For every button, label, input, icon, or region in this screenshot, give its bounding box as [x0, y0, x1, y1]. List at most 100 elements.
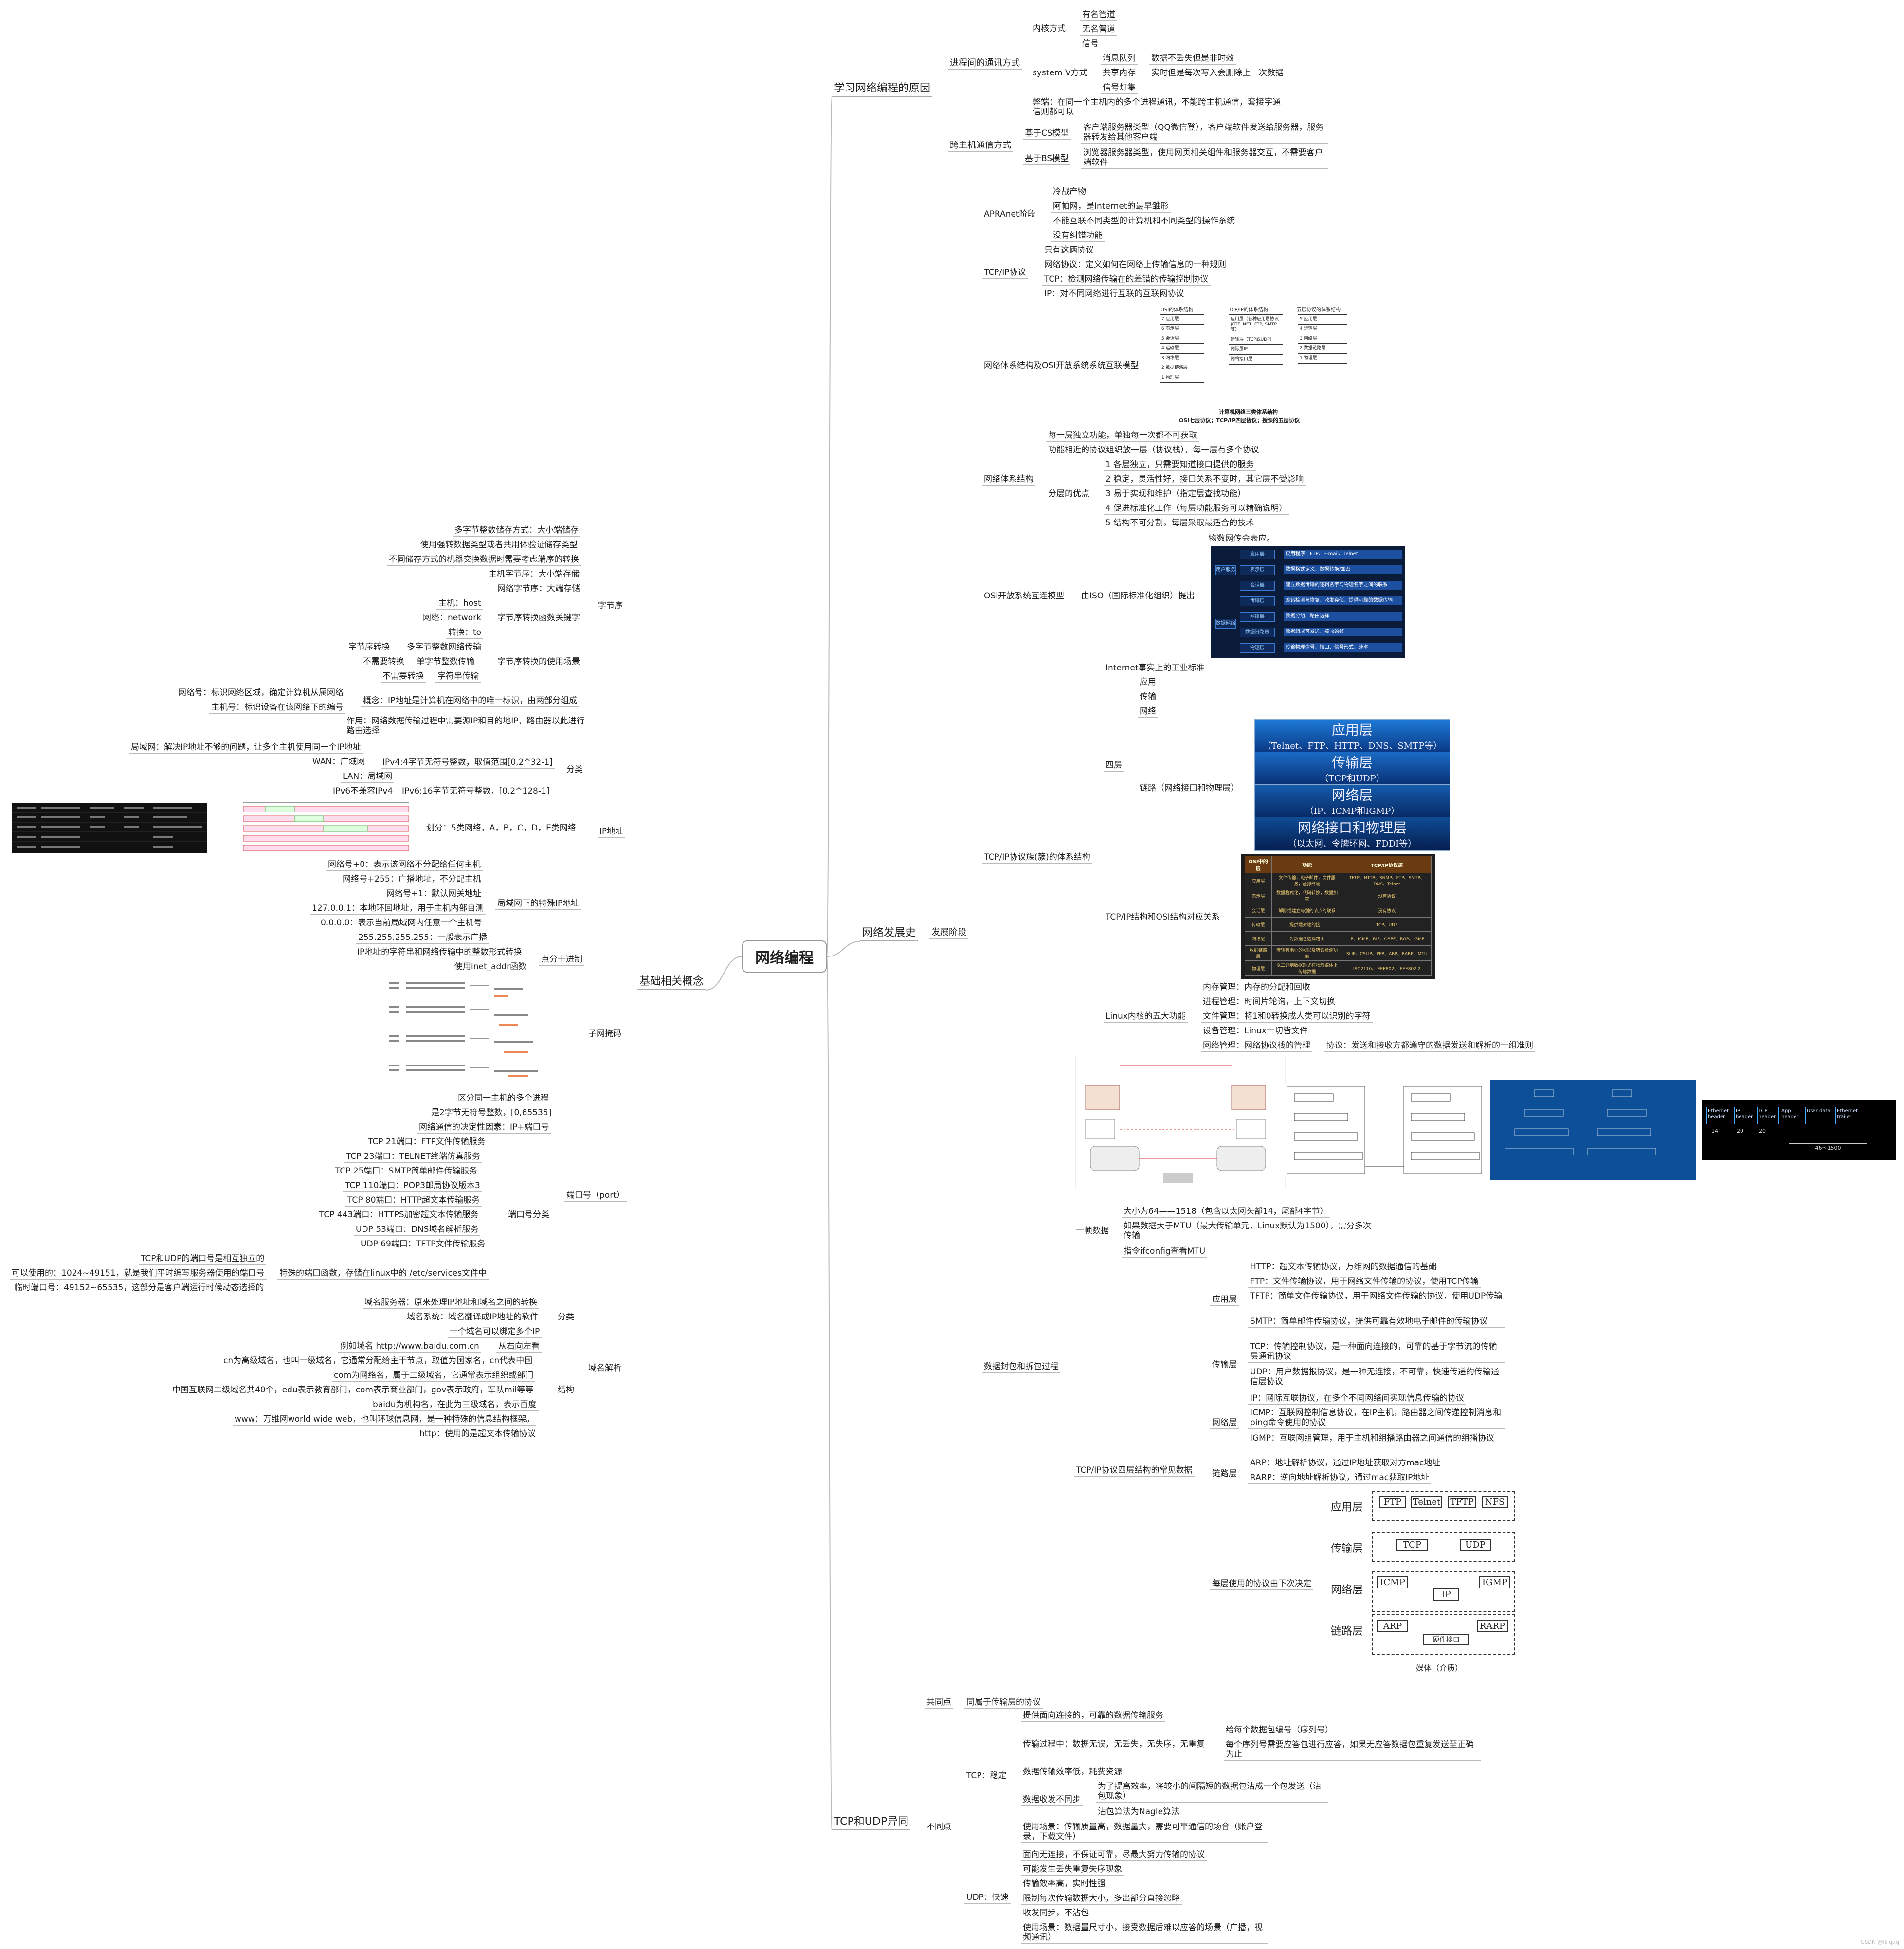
node-sysv[interactable]: system V方式	[1031, 67, 1089, 79]
node-struct-item[interactable]: www：万维网world wide web，也叫环球信息网，是一种特殊的信息结构…	[233, 1413, 537, 1426]
node-purpose[interactable]: 作用：网络数据传输过程中需要源IP和目的地IP，路由器以此进行路由选择	[345, 715, 588, 737]
node-arch-osi[interactable]: 网络体系结构及OSI开放系统系统互联模型	[982, 360, 1141, 372]
node-port-list[interactable]: TCP 80端口：HTTP超文本传输服务	[345, 1194, 482, 1207]
node-osi-by[interactable]: 由ISO（国际标准化组织）提出	[1079, 590, 1197, 602]
node-merits[interactable]: 分层的优点	[1046, 488, 1091, 500]
node-app-layer[interactable]: 应用层	[1210, 1294, 1239, 1306]
node-dns-item[interactable]: 域名系统：域名翻译成IP地址的软件	[405, 1311, 541, 1323]
node-four-item[interactable]: 网络	[1138, 705, 1158, 718]
node-osi-model[interactable]: OSI开放系统互连模型	[982, 590, 1067, 602]
node-use-item[interactable]: 不需要转换	[361, 656, 406, 668]
node-concept-item[interactable]: 主机号：标识设备在该网络下的编号	[209, 702, 345, 714]
node-diff[interactable]: 不同点	[925, 1821, 953, 1833]
node-use-item[interactable]: 字节序转换	[346, 641, 392, 653]
node-special-item[interactable]: 网络号+1：默认网关地址	[384, 888, 484, 900]
node-tcpip-item[interactable]: 网络协议：定义如何在网络上传输信息的一种规则	[1042, 259, 1228, 271]
node-ipv4[interactable]: IPv4:4字节无符号整数，取值范围[0,2^32-1]	[381, 757, 555, 769]
node-conv-use[interactable]: 字节序转换的使用场景	[495, 656, 582, 668]
node-net-layer[interactable]: 网络层	[1210, 1417, 1239, 1429]
node-encap[interactable]: 数据封包和拆包过程	[982, 1361, 1060, 1373]
node-arpa-item[interactable]: 不能互联不同类型的计算机和不同类型的操作系统	[1051, 215, 1237, 227]
node-linux[interactable]: Linux内核的五大功能	[1104, 1011, 1188, 1023]
node-cs[interactable]: 基于CS模型	[1023, 127, 1071, 140]
node-four-item[interactable]: 应用	[1138, 676, 1158, 688]
node-special-item[interactable]: 网络号+0：表示该网络不分配给任何主机	[326, 859, 483, 871]
node-struct-item[interactable]: 中国互联网二级域名共40个，edu表示教育部门，com表示商业部门，gov表示政…	[170, 1384, 536, 1396]
node-struct-item[interactable]: http：使用的是超文本传输协议	[417, 1428, 538, 1440]
node-udp-item[interactable]: 收发同步，不沾包	[1021, 1907, 1091, 1919]
node-frame[interactable]: 一帧数据	[1074, 1225, 1111, 1237]
node-sysv-item[interactable]: 共享内存	[1101, 67, 1138, 79]
node-bo-item[interactable]: 不同储存方式的机器交换数据时需要考虑端序的转换	[387, 554, 581, 566]
root-node[interactable]: 网络编程	[742, 940, 827, 973]
node-sysv-item[interactable]: 消息队列	[1101, 53, 1138, 65]
node-lan[interactable]: LAN：局域网	[341, 771, 395, 783]
node-sysv-note[interactable]: 数据不丢失但是非时效	[1149, 53, 1236, 65]
node-tcpip-arch[interactable]: TCP/IP协议族(簇)的体系结构	[982, 851, 1092, 864]
node-arpa-item[interactable]: 没有纠错功能	[1051, 230, 1105, 242]
node-sysv-note[interactable]: 实时但是每次写入会删除上一次数据	[1149, 67, 1286, 79]
node-link-layer[interactable]: 链路层	[1210, 1468, 1239, 1480]
node-merit-item[interactable]: 1 各层独立，只需要知道接口提供的服务	[1104, 459, 1256, 471]
node-drawback[interactable]: 弊端：在同一个主机内的多个进程通讯，不能跨主机通信，套接字通信则都可以	[1031, 96, 1287, 118]
node-port-item[interactable]: 区分同一主机的多个进程	[456, 1092, 551, 1104]
node-use-item2[interactable]: 单字节整数传输	[415, 656, 476, 668]
branch-tcp-udp[interactable]: TCP和UDP异同	[832, 1815, 911, 1830]
node-dns[interactable]: 域名解析	[586, 1362, 623, 1374]
node-order[interactable]: 每层使用的协议由下次决定	[1210, 1578, 1313, 1590]
node-use-item2[interactable]: 多字节整数网络传输	[405, 641, 483, 653]
node-struct-item[interactable]: baidu为机构名，在此为三级域名，表示百度	[371, 1399, 539, 1411]
node-trans-item[interactable]: TCP：传输控制协议，是一种面向连接的，可靠的基于字节流的传输层通讯协议	[1248, 1341, 1505, 1363]
node-ipc[interactable]: 进程间的通讯方式	[948, 57, 1022, 70]
node-protocol[interactable]: 协议：发送和接收方都遵守的数据发送和解析的一组准则	[1324, 1040, 1535, 1052]
node-port-list[interactable]: TCP 25端口：SMTP简单邮件传输服务	[333, 1165, 479, 1177]
node-four-item[interactable]: 传输	[1138, 691, 1158, 703]
node-net-item[interactable]: IP：网际互联协议，在多个不同网络间实现信息传输的协议	[1248, 1392, 1467, 1405]
node-linux-item[interactable]: 内存管理：内存的分配和回收	[1201, 981, 1312, 993]
node-port-list[interactable]: TCP 443端口：HTTPS加密超文本传输服务	[317, 1209, 481, 1221]
node-ipv6[interactable]: IPv6:16字节无符号整数，[0,2^128-1]	[400, 785, 552, 797]
node-bo-item[interactable]: 多字节整数储存方式：大小端储存	[453, 524, 580, 537]
node-struct-item[interactable]: 例如域名 http://www.baidu.com.cn	[338, 1340, 481, 1353]
branch-why[interactable]: 学习网络编程的原因	[832, 81, 933, 97]
node-byteorder[interactable]: 字节序	[596, 600, 625, 612]
node-linux-item[interactable]: 文件管理：将1和0转换成人类可以识别的字符	[1201, 1011, 1373, 1023]
node-net-item[interactable]: ICMP：互联网控制信息协议，在IP主机，路由器之间传递控制消息和ping命令使…	[1248, 1407, 1505, 1429]
node-kernel[interactable]: 内核方式	[1031, 23, 1068, 35]
node-sticky-item[interactable]: 为了提高效率，将较小的间隔短的数据包沾成一个包发送（沾包现象）	[1096, 1781, 1328, 1803]
node-concept-item[interactable]: 网络号：标识网络区域，确定计算机从属网络	[176, 687, 345, 699]
node-conv-item[interactable]: 主机：host	[436, 597, 483, 610]
node-merit-item[interactable]: 3 易于实现和维护（指定层查找功能）	[1104, 488, 1248, 500]
node-link-item[interactable]: RARP：逆向地址解析协议，通过mac获取IP地址	[1248, 1472, 1432, 1484]
node-kernel-item[interactable]: 有名管道	[1080, 9, 1117, 21]
node-conv-item[interactable]: 转换：to	[446, 627, 484, 639]
node-trans-layer[interactable]: 传输层	[1210, 1359, 1239, 1371]
node-bs-note[interactable]: 浏览器服务器类型，使用网页相关组件和服务器交互，不需要客户端软件	[1081, 147, 1328, 169]
node-structure[interactable]: 结构	[556, 1384, 576, 1396]
node-ip[interactable]: IP地址	[598, 826, 626, 838]
node-special-item[interactable]: 0.0.0.0：表示当前局域网内任意一个主机号	[319, 917, 484, 929]
node-same-item[interactable]: 同属于传输层的协议	[964, 1696, 1043, 1709]
node-use-item[interactable]: 不需要转换	[381, 670, 426, 683]
node-special-item[interactable]: 255.255.255.255：一般表示广播	[356, 932, 490, 944]
node-conv-kw[interactable]: 字节序转换函数关键字	[495, 612, 582, 624]
node-concept[interactable]: 概念：IP地址是计算机在网络中的唯一标识，由两部分组成	[361, 695, 580, 707]
node-arch-item[interactable]: 功能相近的协议组织放一层（协议栈），每一层有多个协议	[1046, 444, 1261, 456]
node-udp[interactable]: UDP：快速	[964, 1892, 1011, 1904]
node-tcpip-item[interactable]: IP：对不同网络进行互联的互联网协议	[1042, 288, 1186, 300]
node-sticky-item[interactable]: 沾包算法为Nagle算法	[1096, 1806, 1182, 1818]
node-frame-item[interactable]: 大小为64——1518（包含以太网头部14，尾部4字节）	[1122, 1206, 1330, 1218]
node-cs-note[interactable]: 客户端服务器类型（QQ微信登），客户端软件发送给服务器，服务器转发给其他客户端	[1081, 122, 1328, 144]
node-arpa[interactable]: APRAnet阶段	[982, 208, 1038, 220]
node-same[interactable]: 共同点	[925, 1696, 953, 1709]
node-tcp-proc[interactable]: 传输过程中：数据无误，无丢失，无失序，无重复	[1021, 1738, 1207, 1750]
node-frame-item[interactable]: 指令ifconfig查看MTU	[1122, 1245, 1208, 1258]
node-merit-item[interactable]: 2 稳定，灵活性好，接口关系不变时，其它层不受影响	[1104, 473, 1306, 486]
node-ipv6-compat[interactable]: IPv6不兼容IPv4	[331, 785, 395, 797]
node-trans-item[interactable]: UDP：用户数据报协议，是一种无连接，不可靠，快速传递的传输通信层协议	[1248, 1366, 1505, 1388]
node-app-item[interactable]: FTP：文件传输协议，用于网络文件传输的协议，使用TCP传输	[1248, 1276, 1481, 1288]
node-arpa-item[interactable]: 冷战产物	[1051, 186, 1088, 198]
node-frame-item[interactable]: 如果数据大于MTU（最大传输单元，Linux默认为1500），需分多次传输	[1122, 1220, 1378, 1242]
node-tcpip-item[interactable]: TCP：检测网络传输在的差错的传输控制协议	[1042, 273, 1211, 286]
node-port-list[interactable]: UDP 69端口：TFTP文件传输服务	[359, 1238, 488, 1250]
